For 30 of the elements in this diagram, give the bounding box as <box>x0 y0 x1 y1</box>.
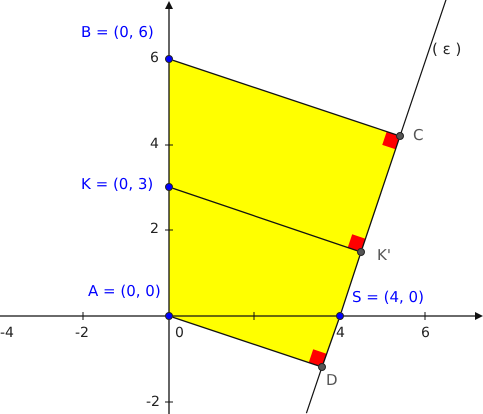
point-marker <box>396 132 404 140</box>
point-label: C <box>413 128 424 143</box>
tick-label: 4 <box>150 137 159 151</box>
point-label: K = (0, 3) <box>81 177 154 192</box>
tick-label: 6 <box>421 326 430 340</box>
line-segment <box>172 60 396 136</box>
tick-label: -2 <box>146 395 160 409</box>
point-label: A = (0, 0) <box>88 284 161 299</box>
point-marker <box>165 55 173 63</box>
tick-label: -4 <box>0 326 14 340</box>
line-segment <box>172 316 318 366</box>
line-segment <box>340 256 360 312</box>
point-marker <box>165 312 173 320</box>
tick-label: 2 <box>150 222 159 236</box>
line-segment <box>172 188 358 252</box>
point-label: S = (4, 0) <box>352 290 424 305</box>
line-segment <box>362 140 400 248</box>
tick-label: 6 <box>150 51 159 65</box>
line-label: ( ε ) <box>432 42 462 57</box>
tick-label: 4 <box>336 326 345 340</box>
point-marker <box>165 183 173 191</box>
point-label: B = (0, 6) <box>81 25 154 40</box>
tick-label: -2 <box>75 326 89 340</box>
line-segment <box>322 320 340 364</box>
point-marker <box>318 363 326 371</box>
point-label: D <box>326 373 338 388</box>
point-marker <box>336 312 344 320</box>
point-marker <box>357 248 365 256</box>
point-label: K' <box>377 248 391 263</box>
tick-label: 0 <box>175 326 184 340</box>
